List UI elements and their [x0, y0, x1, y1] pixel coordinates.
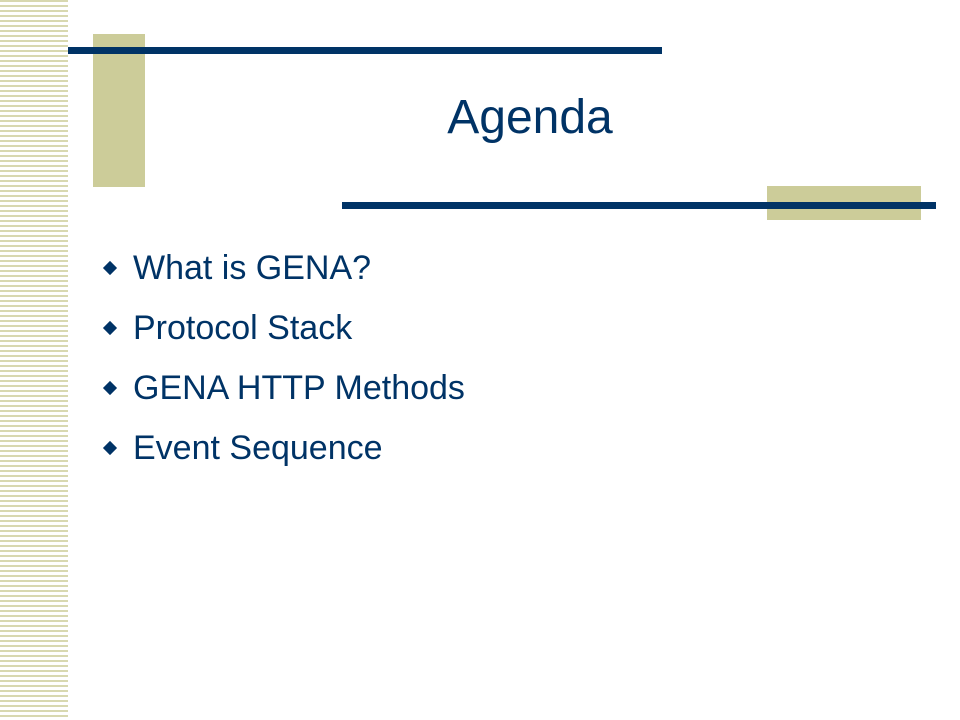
left-stripe-decoration	[0, 0, 68, 720]
diamond-icon	[102, 320, 118, 336]
bullet-text: Event Sequence	[133, 428, 383, 467]
list-item: Protocol Stack	[102, 298, 465, 358]
diamond-icon	[102, 380, 118, 396]
bullet-text: GENA HTTP Methods	[133, 368, 465, 407]
diamond-icon	[102, 260, 118, 276]
list-item: What is GENA?	[102, 238, 465, 298]
list-item: Event Sequence	[102, 418, 465, 478]
bullet-list: What is GENA? Protocol Stack GENA HTTP M…	[102, 238, 465, 478]
vertical-accent-bar	[93, 34, 145, 187]
bullet-text: Protocol Stack	[133, 308, 353, 347]
bullet-text: What is GENA?	[133, 248, 372, 287]
diamond-icon	[102, 440, 118, 456]
slide-title: Agenda	[447, 91, 613, 144]
bottom-rule	[342, 202, 936, 209]
list-item: GENA HTTP Methods	[102, 358, 465, 418]
top-rule	[68, 47, 662, 54]
